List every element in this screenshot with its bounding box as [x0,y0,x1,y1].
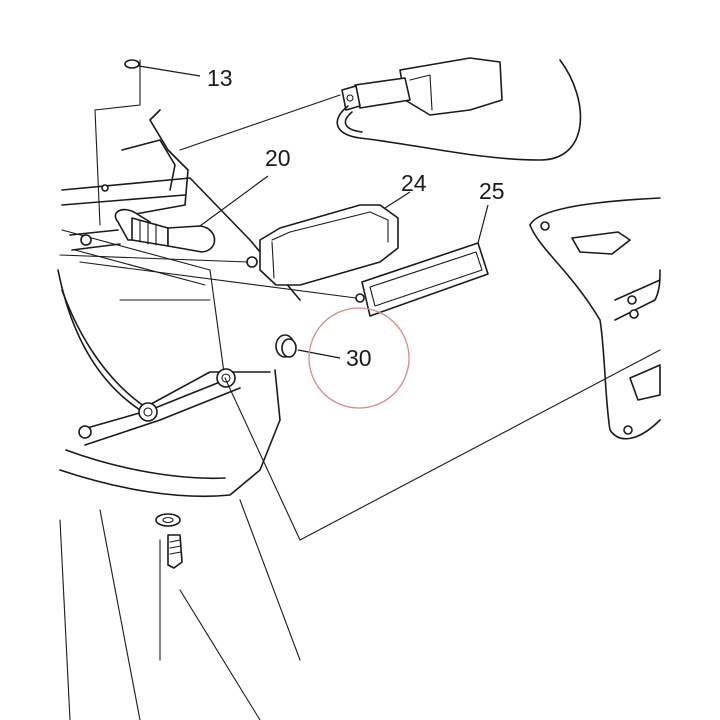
bolt-and-washer [155,513,183,569]
callout-24: 24 [401,170,427,196]
license-plate-holder [529,197,661,440]
part-25-reflector [355,204,489,317]
callout-25: 25 [479,178,505,204]
part-20-bulb-holder [69,175,269,253]
assembly-guide-lines [59,254,357,299]
frame-lines [59,59,661,720]
part-13-stud [124,59,201,77]
callout-30: 30 [346,345,372,371]
highlight-circle-30 [308,307,410,409]
callout-20: 20 [265,145,291,171]
part-24-lamp-body [246,191,411,286]
turn-indicator-assembly [336,57,582,161]
part-30-grommet [275,334,341,359]
callout-13: 13 [207,65,233,91]
mudguard-bracket [57,109,301,498]
